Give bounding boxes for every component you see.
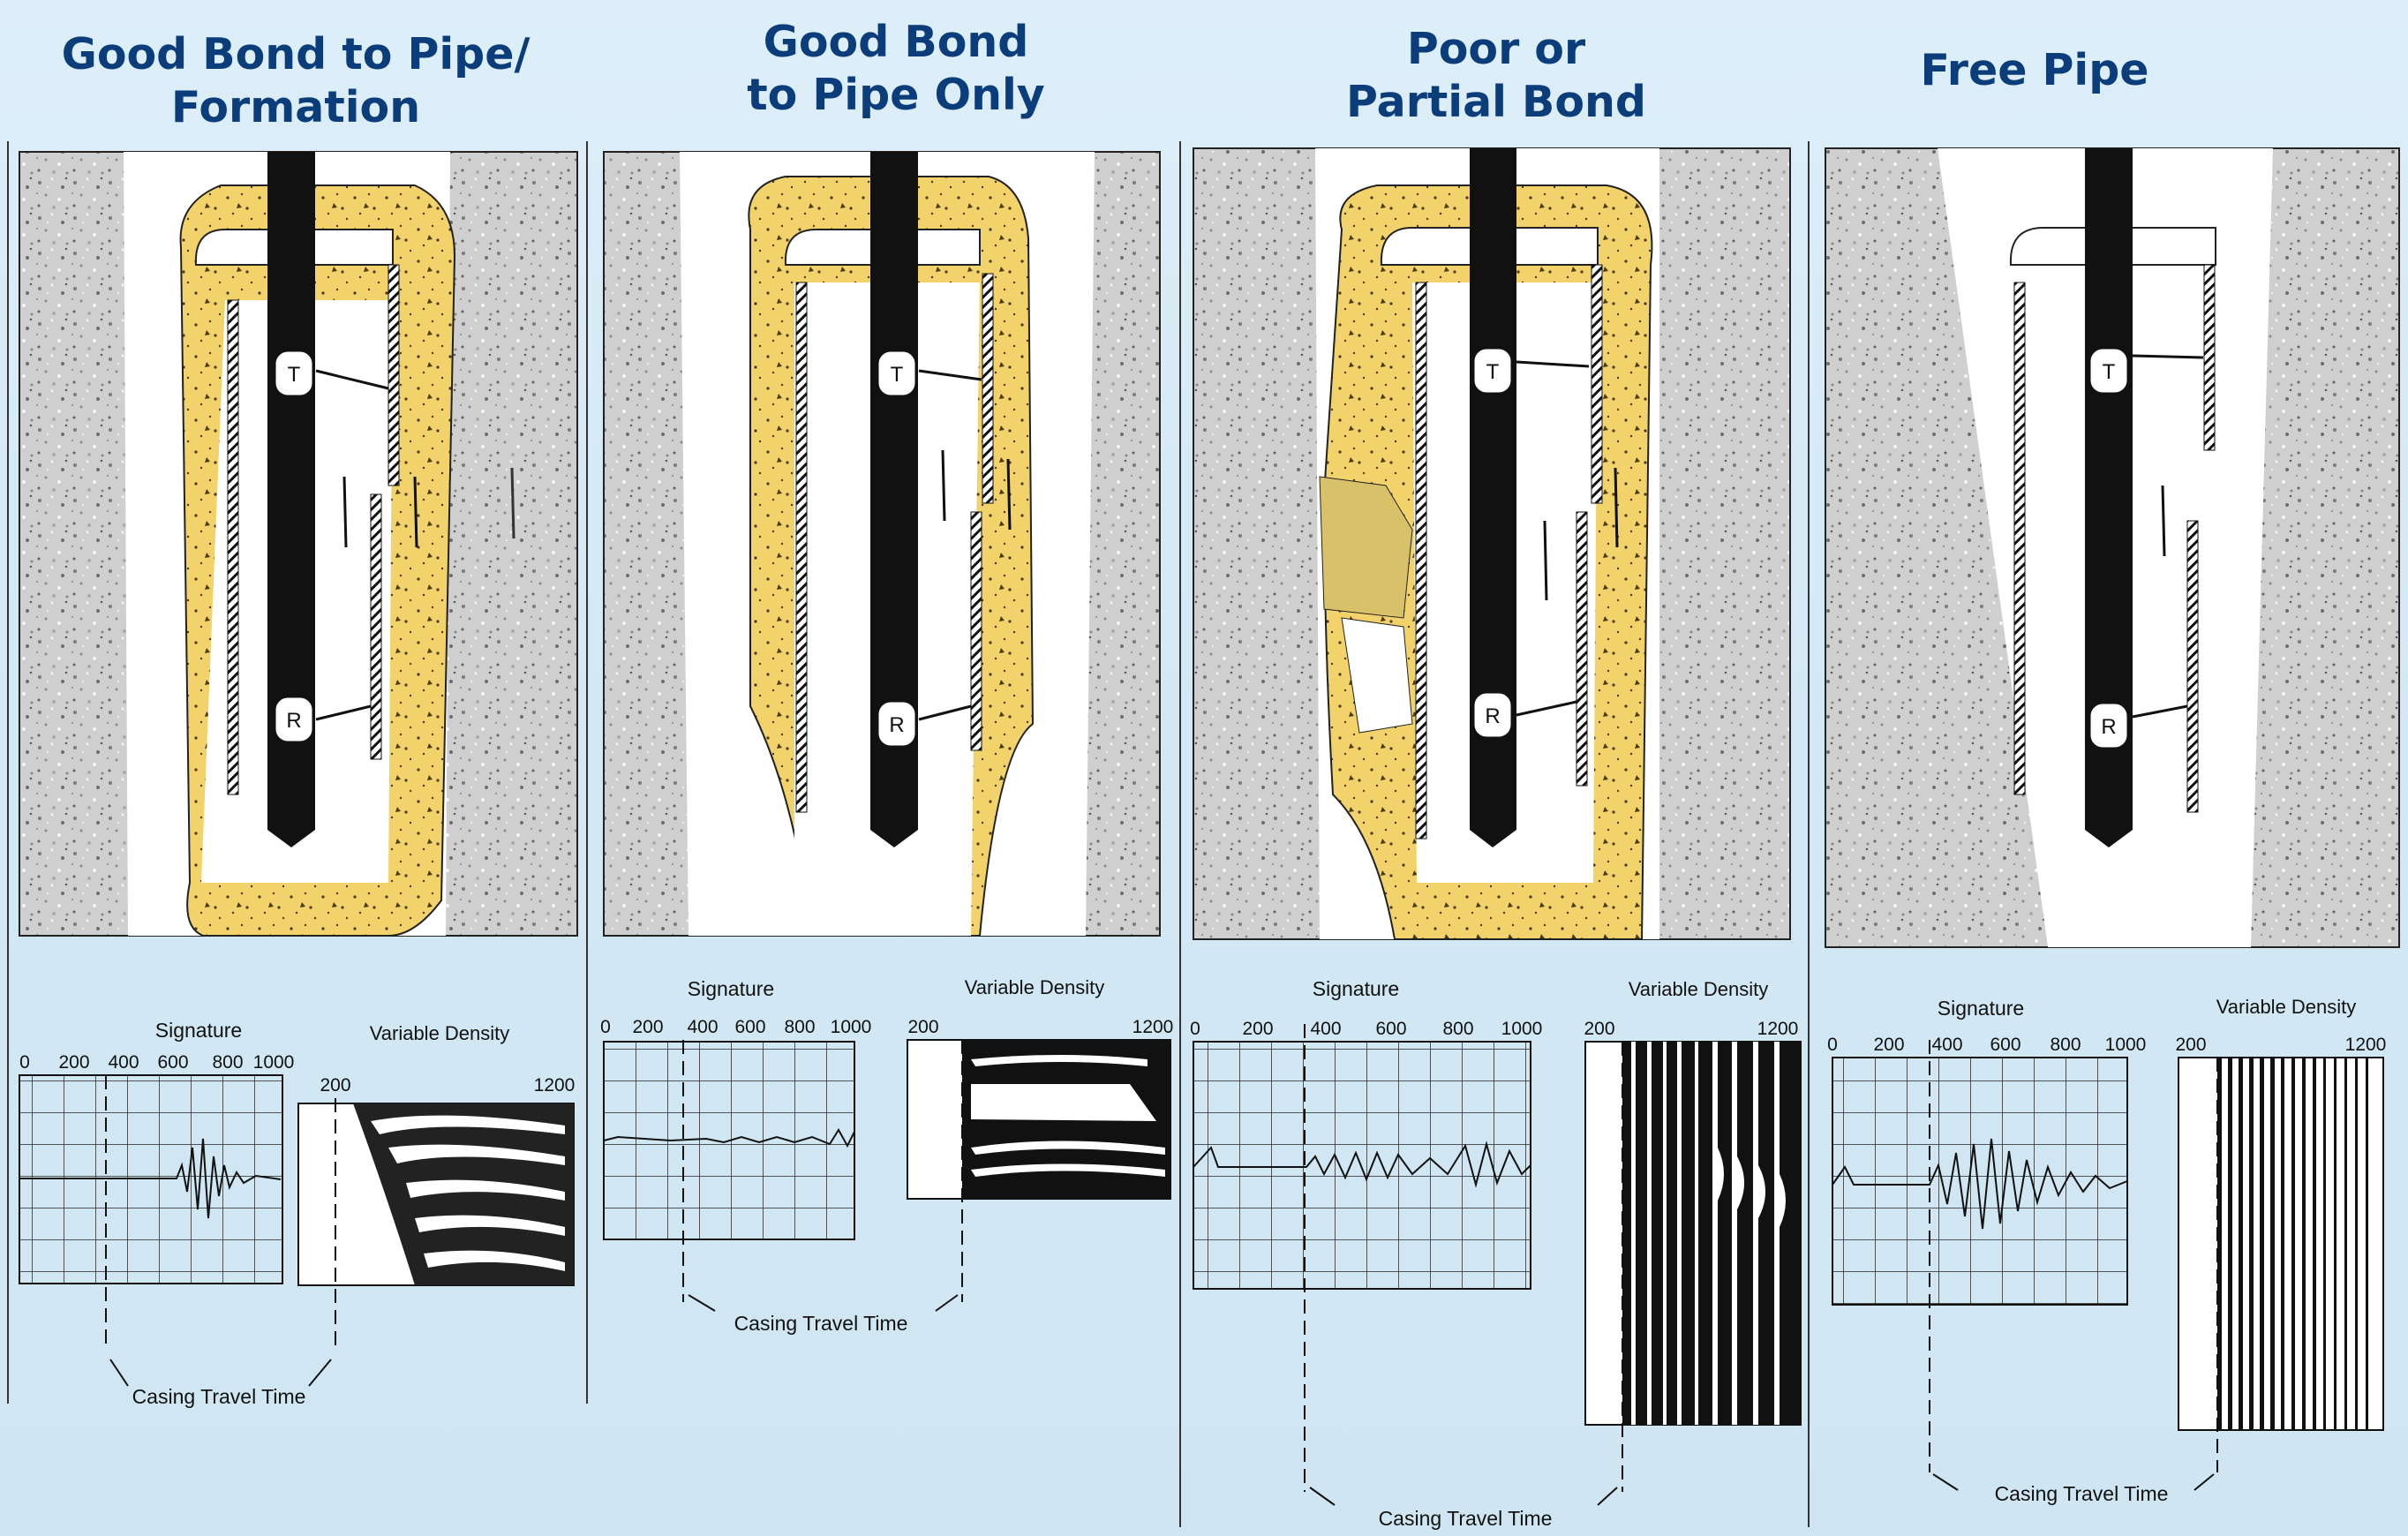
log-panel-1: Signature 0 200 400 600 800 1000 Variabl… — [19, 1019, 575, 1408]
wellbore-panel-good-bond-pipe-only: T R — [603, 151, 1161, 937]
signature-title: Signature — [155, 1019, 242, 1042]
signature-tick: 800 — [784, 1017, 815, 1037]
transmitter-label: T — [1486, 360, 1500, 384]
signature-tick: 800 — [1442, 1019, 1473, 1039]
column-divider — [586, 141, 588, 1404]
vdl-tick-start: 200 — [320, 1075, 350, 1096]
signature-tick: 600 — [1990, 1035, 2020, 1055]
vdl-tick-end: 1200 — [2345, 1035, 2387, 1055]
column-divider — [1179, 141, 1181, 1527]
signature-tick: 0 — [19, 1052, 30, 1073]
signature-tick: 600 — [734, 1017, 765, 1037]
signature-tick: 200 — [1873, 1035, 1904, 1055]
signature-title: Signature — [1938, 997, 2024, 1020]
signature-tick: 800 — [2050, 1035, 2081, 1055]
signature-tick: 200 — [58, 1052, 89, 1073]
signature-tick: 200 — [1242, 1019, 1273, 1039]
signature-tick: 400 — [1931, 1035, 1962, 1055]
signature-tick: 1000 — [253, 1052, 295, 1073]
casing-travel-time-label: Casing Travel Time — [1995, 1482, 2169, 1505]
signature-title: Signature — [1313, 977, 1399, 1000]
receiver-label: R — [1485, 704, 1500, 728]
receiver-label: R — [286, 709, 301, 733]
title-line: Formation — [170, 82, 421, 132]
signature-tick: 1000 — [1501, 1019, 1543, 1039]
vdl-tick-start: 200 — [907, 1017, 938, 1037]
vdl-title: Variable Density — [370, 1022, 510, 1044]
column-title-good-bond-pipe-only: Good Bond to Pipe Only — [618, 16, 1174, 122]
vdl-title: Variable Density — [965, 976, 1105, 998]
signature-tick: 0 — [1190, 1019, 1200, 1039]
column-divider — [1808, 141, 1810, 1527]
vdl-tick-end: 1200 — [1757, 1019, 1799, 1039]
casing-travel-time-label: Casing Travel Time — [132, 1385, 306, 1408]
signature-tick: 0 — [600, 1017, 611, 1037]
vdl-tick-start: 200 — [1584, 1019, 1614, 1039]
signature-tick: 1000 — [2105, 1035, 2147, 1055]
vdl-tick-end: 1200 — [534, 1075, 576, 1096]
signature-tick: 800 — [212, 1052, 243, 1073]
receiver-label: R — [889, 713, 904, 737]
wellbore-panel-free-pipe: T R — [1825, 147, 2400, 948]
transmitter-label: T — [288, 363, 301, 387]
transmitter-label: T — [2103, 360, 2116, 384]
title-line: to Pipe Only — [747, 70, 1045, 120]
column-divider — [7, 141, 9, 1404]
wellbore-panel-good-bond-pipe-formation: T R — [19, 151, 578, 937]
log-panel-4: Signature 0 200 400 600 800 1000 Variabl… — [1827, 996, 2386, 1505]
title-line: Free Pipe — [1920, 45, 2149, 95]
wellbore-panel-partial-bond: T R — [1193, 147, 1791, 940]
signature-tick: 400 — [687, 1017, 718, 1037]
title-line: Poor or — [1406, 24, 1586, 74]
vdl-tick-end: 1200 — [1133, 1017, 1174, 1037]
column-title-good-bond-pipe-formation: Good Bond to Pipe/ Formation — [18, 28, 574, 134]
title-line: Good Bond — [763, 17, 1029, 67]
vdl-title: Variable Density — [2216, 996, 2357, 1018]
vdl-title: Variable Density — [1629, 978, 1769, 1000]
signature-tick: 200 — [632, 1017, 663, 1037]
transmitter-label: T — [891, 363, 904, 387]
column-title-free-pipe: Free Pipe — [1801, 44, 2269, 97]
signature-tick: 1000 — [831, 1017, 872, 1037]
signature-tick: 600 — [1375, 1019, 1406, 1039]
log-panel-3: Signature 0 200 400 600 800 1000 Variabl… — [1190, 977, 1802, 1530]
log-panel-2: Signature 0 200 400 600 800 1000 Variabl… — [600, 976, 1173, 1335]
signature-tick: 600 — [157, 1052, 188, 1073]
receiver-label: R — [2101, 715, 2116, 739]
casing-travel-time-label: Casing Travel Time — [1379, 1507, 1553, 1530]
casing-travel-time-label: Casing Travel Time — [734, 1312, 908, 1335]
signature-tick: 0 — [1827, 1035, 1838, 1055]
column-title-partial-bond: Poor or Partial Bond — [1218, 23, 1774, 129]
signature-tick: 400 — [108, 1052, 139, 1073]
signature-title: Signature — [688, 977, 774, 1000]
signature-tick: 400 — [1310, 1019, 1341, 1039]
vdl-tick-start: 200 — [2175, 1035, 2206, 1055]
title-line: Partial Bond — [1346, 77, 1646, 127]
title-line: Good Bond to Pipe/ — [61, 29, 531, 79]
